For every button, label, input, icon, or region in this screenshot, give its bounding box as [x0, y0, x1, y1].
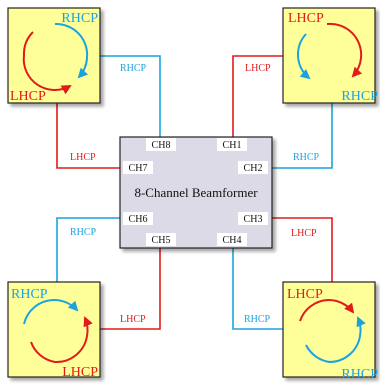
beamformer-title: 8-Channel Beamformer — [134, 185, 258, 200]
feed-label-ch1: LHCP — [245, 63, 271, 74]
channel-label-ch1: CH1 — [223, 140, 242, 151]
feed-line-ch1 — [232, 55, 283, 137]
feed-line-ch2 — [272, 103, 333, 169]
feed-label-ch8: RHCP — [120, 63, 147, 74]
lhcp-rotation-arrow — [326, 22, 363, 78]
patch-top-label: RHCP — [11, 287, 48, 302]
rhcp-rotation-arrow — [296, 33, 311, 80]
patch-bottom-label: RHCP — [341, 89, 378, 104]
feed-label-ch2: RHCP — [293, 152, 320, 163]
rhcp-rotation-arrow — [54, 22, 89, 79]
patch-top-label: LHCP — [288, 11, 324, 26]
channel-label-ch6: CH6 — [129, 214, 148, 225]
rhcp-rotation-arrow — [305, 316, 366, 364]
channel-label-ch5: CH5 — [152, 235, 171, 246]
feed-line-ch7 — [56, 103, 120, 169]
lhcp-rotation-arrow — [30, 316, 93, 364]
beamformer-block: 8-Channel Beamformer CH8 CH1 CH7 CH2 CH6… — [119, 136, 273, 249]
lhcp-rotation-arrow — [22, 31, 72, 95]
patch-top-label: RHCP — [61, 11, 98, 26]
channel-label-ch7: CH7 — [129, 163, 148, 174]
feed-label-ch5: LHCP — [120, 314, 146, 325]
feed-label-ch3: LHCP — [291, 228, 317, 239]
patch-bottom-label: LHCP — [62, 365, 98, 380]
antenna-patch-bottom-right: LHCP RHCP — [282, 281, 378, 382]
feed-line-ch5 — [100, 248, 161, 330]
antenna-patch-bottom-left: RHCP LHCP — [7, 281, 101, 380]
channel-label-ch3: CH3 — [244, 214, 263, 225]
feed-line-ch4 — [232, 248, 283, 330]
feed-label-ch4: RHCP — [244, 314, 271, 325]
patch-top-label: LHCP — [287, 287, 323, 302]
feed-line-ch8 — [100, 55, 161, 137]
feed-line-ch3 — [272, 217, 333, 282]
antenna-patch-top-right: LHCP RHCP — [282, 7, 378, 104]
channel-label-ch4: CH4 — [223, 235, 242, 246]
feed-label-ch7: LHCP — [70, 152, 96, 163]
antenna-patch-top-left: RHCP LHCP — [7, 7, 101, 104]
rhcp-rotation-arrow — [23, 298, 79, 325]
channel-label-ch8: CH8 — [152, 140, 171, 151]
feed-label-ch6: RHCP — [70, 227, 97, 238]
patch-bottom-label: RHCP — [341, 367, 378, 382]
patch-bottom-label: LHCP — [10, 89, 46, 104]
channel-label-ch2: CH2 — [244, 163, 263, 174]
lhcp-rotation-arrow — [299, 298, 355, 322]
feed-line-ch6 — [56, 217, 120, 282]
